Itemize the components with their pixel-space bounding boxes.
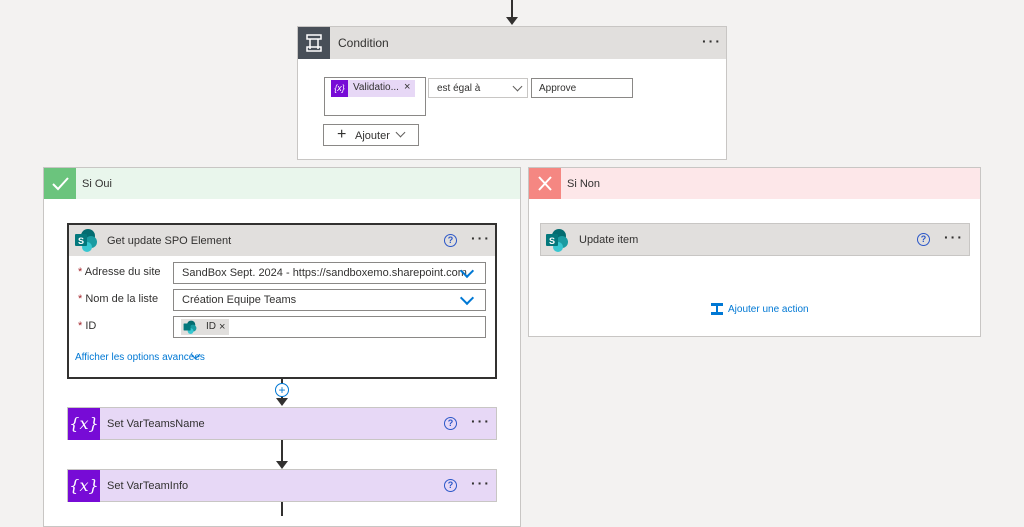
set-variable-title: Set VarTeamsName — [107, 418, 205, 430]
token-remove-icon[interactable]: × — [219, 321, 226, 333]
token-label: Validatio... — [353, 82, 399, 93]
get-update-title: Get update SPO Element — [107, 235, 232, 247]
update-item-card[interactable]: S Update item ? ··· — [540, 223, 970, 256]
more-icon[interactable]: ··· — [471, 230, 491, 246]
variable-icon: {x} — [331, 80, 348, 97]
more-icon[interactable]: ··· — [944, 229, 964, 245]
sharepoint-icon: S — [545, 228, 569, 252]
list-name-label: * Nom de la liste — [78, 293, 159, 305]
branch-yes-title: Si Oui — [82, 178, 112, 190]
token-remove-icon[interactable]: × — [404, 81, 411, 93]
help-icon[interactable]: ? — [917, 233, 930, 246]
add-button[interactable]: + Ajouter — [323, 124, 419, 146]
list-name-value: Création Equipe Teams — [182, 294, 297, 306]
check-icon — [44, 168, 76, 199]
add-action-button[interactable]: Ajouter une action — [710, 302, 810, 318]
plus-icon: + — [337, 126, 347, 143]
insert-step-icon[interactable]: + — [275, 383, 289, 397]
set-variable-title: Set VarTeamInfo — [107, 480, 189, 492]
chevron-down-icon — [512, 81, 523, 92]
help-icon[interactable]: ? — [444, 479, 457, 492]
sharepoint-icon — [183, 320, 197, 334]
x-icon — [529, 168, 561, 199]
variable-icon: {x} — [68, 470, 100, 502]
branch-no: Si Non S Update item ? ··· Ajouter une a… — [528, 167, 981, 337]
condition-value-input[interactable]: Approve — [531, 78, 633, 98]
update-item-title: Update item — [579, 234, 639, 246]
set-variable-card[interactable]: {x} Set VarTeamInfo ? ··· — [67, 469, 497, 502]
add-button-label: Ajouter — [355, 130, 390, 142]
more-icon[interactable]: ··· — [471, 413, 491, 429]
branch-no-header[interactable]: Si Non — [529, 168, 980, 199]
condition-left-operand[interactable]: {x} Validatio... × — [324, 77, 426, 116]
add-action-label: Ajouter une action — [728, 304, 809, 315]
sharepoint-icon: S — [74, 228, 98, 252]
connector-arrow — [276, 461, 288, 469]
dynamic-token[interactable]: {x} Validatio... × — [331, 80, 415, 97]
help-icon[interactable]: ? — [444, 417, 457, 430]
get-update-card[interactable]: S Get update SPO Element ? ··· * Adresse… — [67, 223, 497, 379]
advanced-options-link[interactable]: Afficher les options avancées — [75, 352, 205, 363]
condition-title: Condition — [338, 36, 389, 50]
branch-yes-header[interactable]: Si Oui — [44, 168, 520, 199]
add-action-icon — [710, 302, 724, 316]
top-connector-line — [511, 0, 513, 18]
condition-value: Approve — [539, 83, 577, 94]
chevron-down-icon — [459, 290, 475, 306]
connector-line — [281, 440, 283, 462]
list-name-dropdown[interactable]: Création Equipe Teams — [173, 289, 486, 311]
condition-card[interactable]: Condition ··· {x} Validatio... × est éga… — [297, 26, 727, 160]
id-label: * ID — [78, 320, 97, 332]
site-address-value: SandBox Sept. 2024 - https://sandboxemo.… — [182, 267, 467, 279]
svg-text:S: S — [549, 236, 555, 246]
operator-dropdown[interactable]: est égal à — [428, 78, 528, 98]
variable-icon: {x} — [68, 408, 100, 440]
set-variable-card[interactable]: {x} Set VarTeamsName ? ··· — [67, 407, 497, 440]
connector-line — [281, 502, 283, 516]
svg-text:S: S — [78, 236, 84, 246]
help-icon[interactable]: ? — [444, 234, 457, 247]
site-address-dropdown[interactable]: SandBox Sept. 2024 - https://sandboxemo.… — [173, 262, 486, 284]
condition-header[interactable]: Condition ··· — [298, 27, 726, 59]
id-token[interactable]: ID × — [181, 319, 229, 335]
top-connector-arrow — [506, 17, 518, 25]
branch-no-title: Si Non — [567, 178, 601, 190]
id-input[interactable]: ID × — [173, 316, 486, 338]
condition-icon — [298, 27, 330, 59]
site-address-label: * Adresse du site — [78, 266, 161, 278]
chevron-down-icon — [395, 127, 406, 138]
get-update-header[interactable]: S Get update SPO Element ? ··· — [69, 225, 495, 256]
more-icon[interactable]: ··· — [471, 475, 491, 491]
connector-arrow — [276, 398, 288, 406]
more-icon[interactable]: ··· — [702, 33, 722, 49]
operator-value: est égal à — [437, 83, 481, 94]
id-token-label: ID — [206, 321, 216, 332]
